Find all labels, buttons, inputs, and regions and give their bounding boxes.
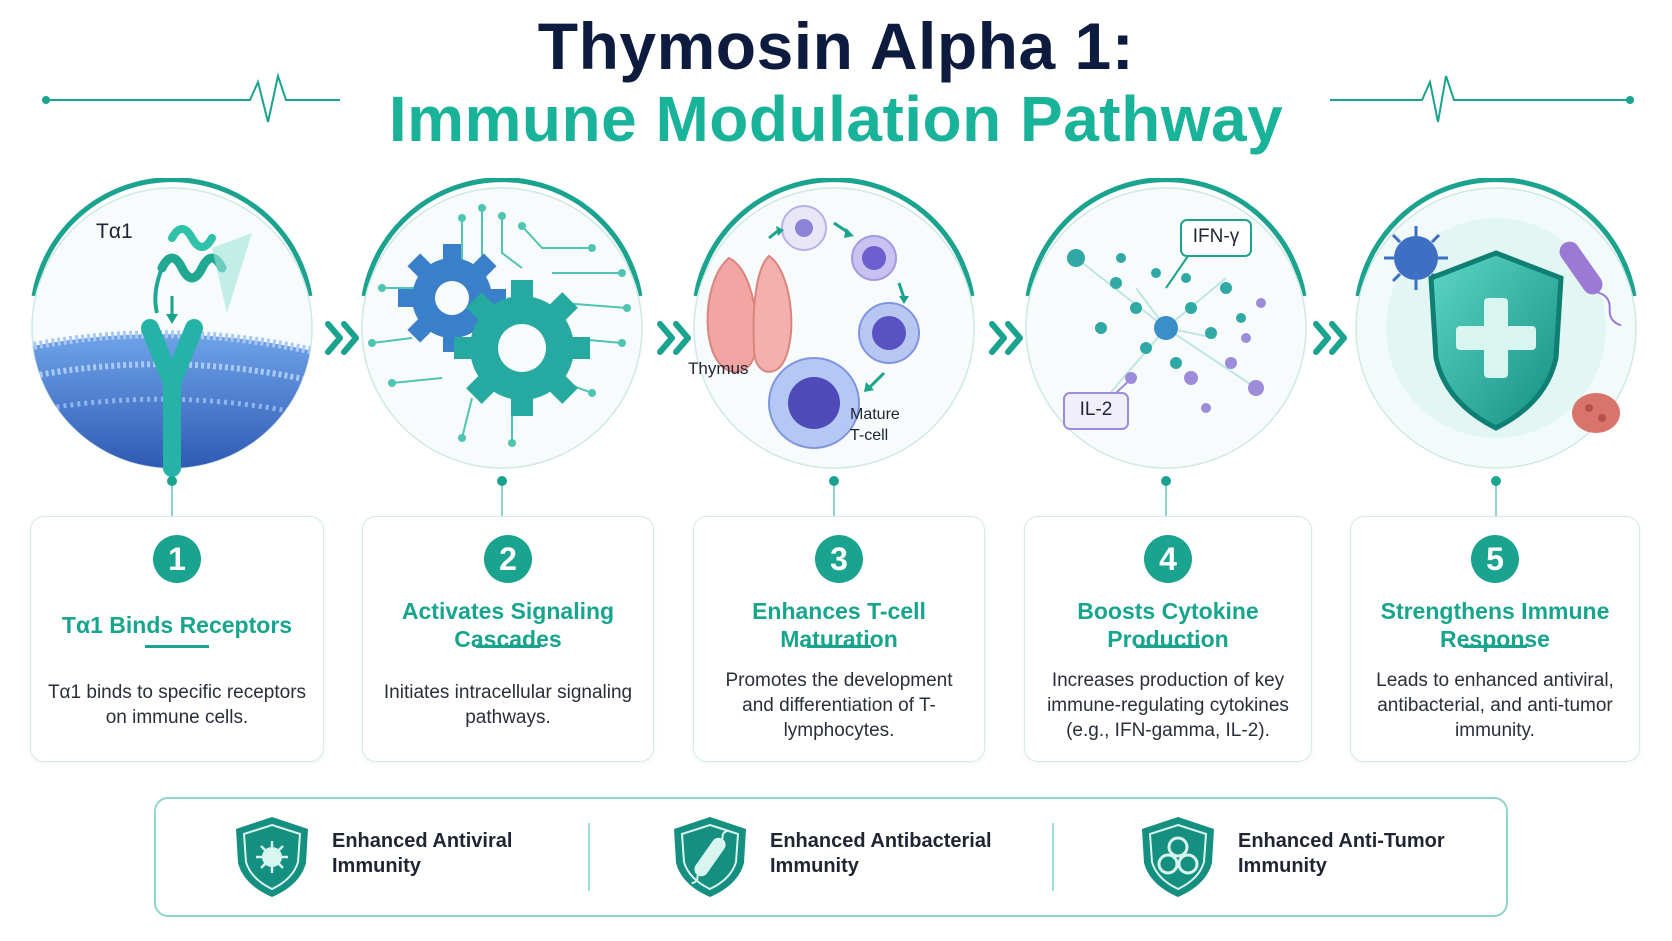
- heartbeat-line-left-icon: [42, 72, 340, 123]
- chevron-right-icon: [1313, 321, 1347, 355]
- step-number: 3: [815, 535, 863, 583]
- connector-line: [1165, 480, 1167, 516]
- stage-5-illustration: [1346, 178, 1646, 478]
- step-number: 5: [1471, 535, 1519, 583]
- footer-item-antiviral: Enhanced Antiviral Immunity: [232, 815, 592, 899]
- title-underline: [1463, 645, 1527, 648]
- step-title: Strengthens Immune Response: [1380, 598, 1610, 652]
- stage-3-illustration: Thymus Mature T-cell: [684, 178, 984, 478]
- stage-4-illustration: IFN-γ IL-2: [1016, 178, 1316, 478]
- stage-2-illustration: [352, 178, 652, 478]
- chevron-right-icon: [325, 321, 359, 355]
- bacteria-shield-icon: [674, 817, 746, 897]
- footer-label: Enhanced Antiviral Immunity: [332, 830, 513, 877]
- footer-divider: [1052, 823, 1054, 891]
- page-subtitle: Immune Modulation Pathway: [388, 83, 1284, 155]
- title-underline: [476, 645, 540, 648]
- step-description: Promotes the development and differentia…: [725, 669, 953, 741]
- title-area: Thymosin Alpha 1: Immune Modulation Path…: [0, 0, 1672, 170]
- step-description: Tα1 binds to specific receptors on immun…: [47, 682, 307, 728]
- step-card-1: 1 Tα1 Binds Receptors Tα1 binds to speci…: [30, 516, 324, 762]
- connector-dot: [829, 476, 839, 486]
- ifn-gamma-label: IFN-γ: [1192, 226, 1240, 247]
- step-description: Leads to enhanced antiviral, antibacteri…: [1376, 669, 1614, 741]
- step-title: Enhances T-cell Maturation: [752, 598, 926, 652]
- step-number: 1: [153, 535, 201, 583]
- step-description: Increases production of key immune-regul…: [1047, 669, 1289, 741]
- connector-dot: [167, 476, 177, 486]
- mature-tcell-label: Mature T-cell: [850, 406, 900, 444]
- step-title: Tα1 Binds Receptors: [61, 612, 293, 638]
- step-number: 4: [1144, 535, 1192, 583]
- step-card-5: 5 Strengthens Immune Response Leads to e…: [1350, 516, 1640, 762]
- step-card-4: 4 Boosts Cytokine Production Increases p…: [1024, 516, 1312, 762]
- stage-1-illustration: Tα1: [22, 178, 322, 478]
- title-underline: [1136, 645, 1200, 648]
- chevron-right-icon: [657, 321, 691, 355]
- outcomes-footer: Enhanced Antiviral Immunity Enhanced Ant…: [154, 797, 1508, 917]
- page-title: Thymosin Alpha 1:: [537, 9, 1135, 83]
- step-card-3: 3 Enhances T-cell Maturation Promotes th…: [693, 516, 985, 762]
- chevron-right-icon: [989, 321, 1023, 355]
- connector-dot: [1491, 476, 1501, 486]
- footer-label: Enhanced Antibacterial Immunity: [770, 830, 992, 877]
- ligand-label: Tα1: [96, 220, 133, 243]
- step-title: Boosts Cytokine Production: [1077, 598, 1259, 652]
- connector-line: [171, 480, 173, 516]
- step-title: Activates Signaling Cascades: [401, 598, 615, 652]
- il2-label: IL-2: [1079, 399, 1113, 420]
- connector-dot: [497, 476, 507, 486]
- footer-divider: [588, 823, 590, 891]
- footer-label: Enhanced Anti-Tumor Immunity: [1238, 830, 1445, 877]
- connector-line: [501, 480, 503, 516]
- footer-item-antitumor: Enhanced Anti-Tumor Immunity: [1138, 815, 1498, 899]
- connector-dot: [1161, 476, 1171, 486]
- step-description: Initiates intracellular signaling pathwa…: [383, 682, 633, 728]
- footer-item-antibacterial: Enhanced Antibacterial Immunity: [670, 815, 1030, 899]
- heartbeat-line-right-icon: [1330, 75, 1634, 123]
- step-number: 2: [484, 535, 532, 583]
- title-underline: [807, 645, 871, 648]
- tumor-shield-icon: [1142, 817, 1214, 897]
- connector-line: [833, 480, 835, 516]
- step-card-2: 2 Activates Signaling Cascades Initiates…: [362, 516, 654, 762]
- connector-line: [1495, 480, 1497, 516]
- virus-shield-icon: [236, 817, 308, 897]
- title-underline: [145, 645, 209, 648]
- thymus-label: Thymus: [688, 359, 749, 378]
